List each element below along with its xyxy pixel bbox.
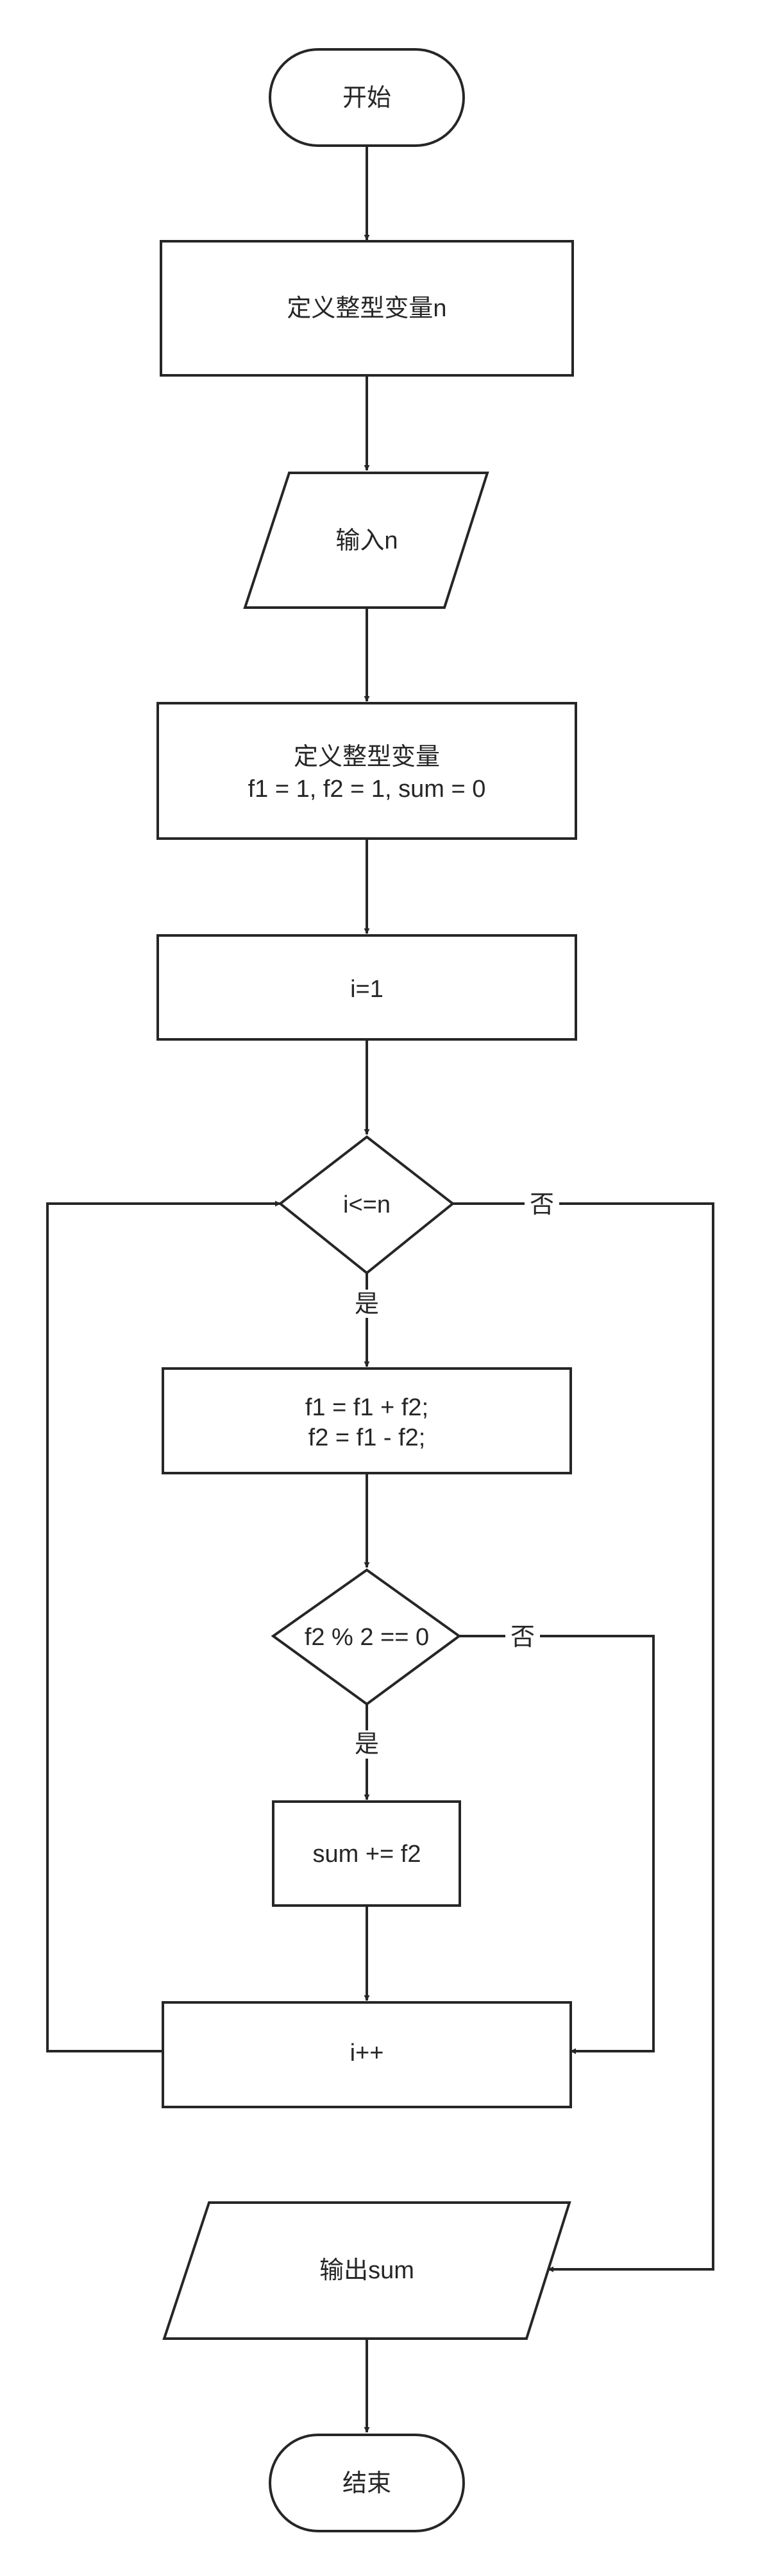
- input-n-label: 输入n: [335, 527, 398, 554]
- output-sum-label: 输出sum: [319, 2257, 414, 2284]
- init-i-label: i=1: [350, 976, 383, 1003]
- define-n-process: 定义整型变量n: [160, 240, 574, 377]
- update-label-line2: f2 = f1 - f2;: [308, 1424, 426, 1451]
- init-i-process: i=1: [156, 934, 577, 1041]
- end-terminal: 结束: [269, 2434, 465, 2532]
- end-label: 结束: [342, 2470, 391, 2497]
- output-sum-io: 输出sum: [162, 2201, 571, 2340]
- edge-increment-loop-back: [46, 1200, 281, 2052]
- increment-process: i++: [162, 2001, 572, 2108]
- cond-even-label: f2 % 2 == 0: [305, 1624, 429, 1651]
- update-process: f1 = f1 + f2; f2 = f1 - f2;: [162, 1367, 572, 1474]
- add-sum-process: sum += f2: [272, 1800, 461, 1907]
- cond-even-decision: f2 % 2 == 0: [271, 1568, 462, 1706]
- cond-i-no-label: 否: [530, 1191, 554, 1218]
- cond-i-label: i<=n: [343, 1191, 391, 1218]
- input-n-io: 输入n: [243, 472, 489, 609]
- start-terminal: 开始: [269, 48, 465, 147]
- define-n-label: 定义整型变量n: [287, 295, 446, 322]
- define-vars-process: 定义整型变量 f1 = 1, f2 = 1, sum = 0: [156, 702, 577, 840]
- edge-cond-i-no-to-output: [453, 1202, 714, 2273]
- edge-labels: 否 是 否 是: [351, 1190, 559, 1759]
- update-label-line1: f1 = f1 + f2;: [305, 1394, 428, 1421]
- start-label: 开始: [342, 85, 391, 112]
- cond-i-yes-label: 是: [355, 1291, 379, 1318]
- edge-cond-even-no-to-increment: [459, 1635, 655, 2054]
- increment-label: i++: [350, 2040, 384, 2067]
- cond-even-yes-label: 是: [355, 1731, 379, 1758]
- cond-i-decision: i<=n: [278, 1135, 455, 1275]
- define-vars-label-line1: 定义整型变量: [294, 744, 440, 771]
- cond-even-no-label: 否: [510, 1624, 535, 1651]
- add-sum-label: sum += f2: [313, 1841, 421, 1868]
- define-vars-label-line2: f1 = 1, f2 = 1, sum = 0: [248, 776, 486, 803]
- edges: [46, 146, 714, 2433]
